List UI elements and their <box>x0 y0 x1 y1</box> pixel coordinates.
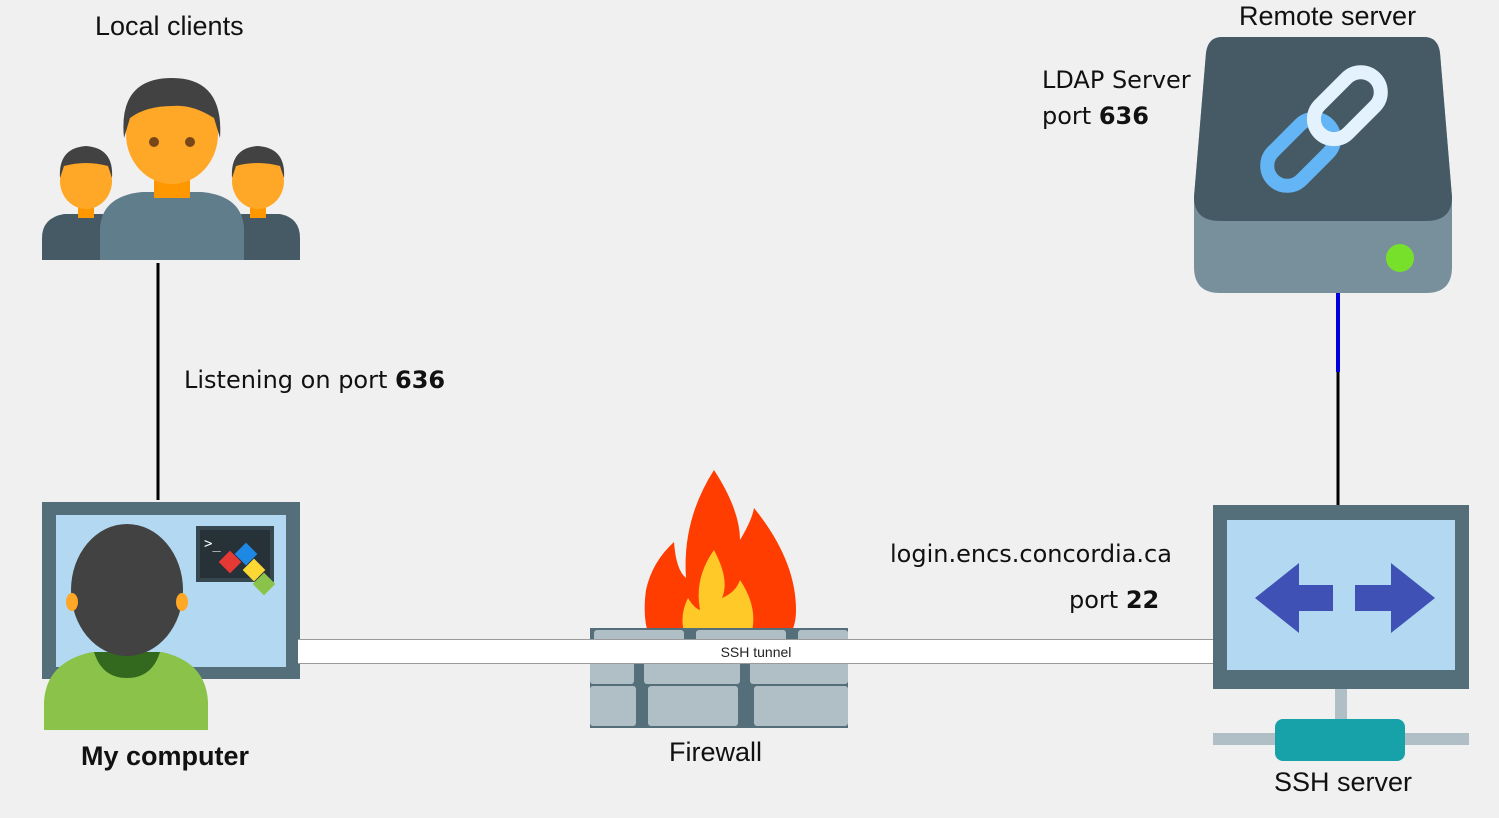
computer-user-icon: >_ <box>42 502 300 730</box>
listening-prefix: Listening on port <box>184 366 396 394</box>
listening-port-number: 636 <box>395 366 446 394</box>
ssh-port-label: port 22 <box>1069 586 1159 614</box>
ssh-port-prefix: port <box>1069 586 1126 614</box>
firewall-label: Firewall <box>669 737 763 767</box>
ssh-host-label: login.encs.concordia.ca <box>890 540 1172 568</box>
ldap-server-icon <box>1194 37 1452 293</box>
remote-server-label: Remote server <box>1239 1 1417 31</box>
ssh-server-label: SSH server <box>1274 767 1413 797</box>
firewall-icon <box>590 470 848 728</box>
svg-text:>_: >_ <box>204 536 221 552</box>
ldap-port-label: port 636 <box>1042 102 1149 130</box>
ssh-port-number: 22 <box>1125 586 1160 614</box>
ldap-port-number: 636 <box>1098 102 1149 130</box>
users-group-icon <box>42 78 300 260</box>
ldap-server-label: LDAP Server <box>1042 66 1191 94</box>
ldap-port-prefix: port <box>1042 102 1099 130</box>
ssh-server-icon <box>1213 505 1469 761</box>
ssh-tunnel: SSH tunnel <box>298 639 1214 664</box>
listening-port-label: Listening on port 636 <box>184 366 445 394</box>
my-computer-label: My computer <box>81 741 250 771</box>
local-clients-label: Local clients <box>95 11 244 41</box>
ssh-tunnel-label: SSH tunnel <box>720 644 792 660</box>
